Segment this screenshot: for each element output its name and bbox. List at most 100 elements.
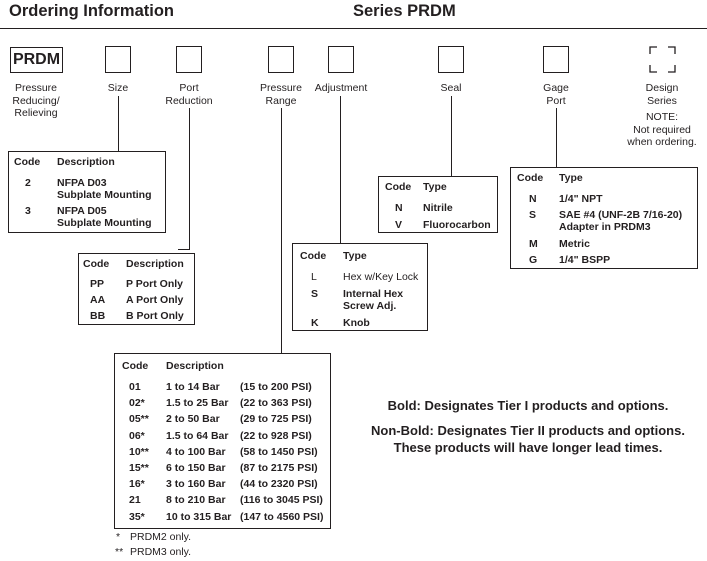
adjustment-table: Code Type L Hex w/Key Lock S Internal He… bbox=[292, 243, 428, 331]
pressure-psi-range: (22 to 363 PSI) bbox=[240, 397, 312, 410]
seal-box bbox=[438, 46, 464, 73]
gage-port-label: Gage Port bbox=[543, 82, 569, 107]
pressure-code: 35* bbox=[129, 510, 145, 523]
adjustment-label: Adjustment bbox=[314, 82, 368, 94]
pressure-bar-range: 2 to 50 Bar bbox=[166, 413, 220, 426]
size-box bbox=[105, 46, 131, 73]
model-label: Pressure Reducing/ Relieving bbox=[12, 82, 60, 119]
footnote: ** PRDM3 only. bbox=[115, 546, 191, 558]
port-desc: A Port Only bbox=[126, 294, 184, 306]
design-series-label: Design Series bbox=[645, 82, 679, 107]
pressure-bar-range: 1.5 to 25 Bar bbox=[166, 397, 229, 410]
pressure-code-header: Code bbox=[122, 360, 149, 372]
pressure-bar-range: 1 to 14 Bar bbox=[166, 381, 220, 393]
gage-code: N bbox=[529, 193, 537, 205]
design-series-dashed-box bbox=[649, 46, 676, 73]
gage-type: 1/4" NPT bbox=[559, 193, 603, 205]
seal-type: Nitrile bbox=[423, 202, 453, 214]
pressure-psi-range: (116 to 3045 PSI) bbox=[240, 494, 323, 507]
series-title: Series PRDM bbox=[353, 2, 456, 20]
pressure-psi-range: (29 to 725 PSI) bbox=[240, 413, 312, 426]
size-code: 2 bbox=[25, 177, 31, 189]
gage-code: M bbox=[529, 238, 538, 250]
pressure-psi-range: (58 to 1450 PSI) bbox=[240, 445, 318, 458]
size-desc: NFPA D03 Subplate Mounting bbox=[57, 177, 152, 201]
pressure-connector bbox=[281, 108, 282, 354]
seal-type-header: Type bbox=[423, 181, 447, 193]
pressure-code: 15** bbox=[129, 462, 149, 474]
port-reduction-box bbox=[176, 46, 202, 73]
size-code-header: Code bbox=[14, 156, 41, 168]
seal-table: Code Type N Nitrile V Fluorocarbon bbox=[378, 176, 498, 233]
gage-type: 1/4" BSPP bbox=[559, 254, 611, 266]
footnote-mark: * bbox=[116, 531, 121, 543]
size-desc-header: Description bbox=[57, 156, 115, 168]
gage-port-table: Code Type N 1/4" NPT S SAE #4 (UNF-2B 7/… bbox=[510, 167, 698, 269]
pressure-bar-range: 6 to 150 Bar bbox=[166, 462, 226, 474]
seal-connector bbox=[451, 96, 452, 176]
pressure-bar-range: 1.5 to 64 Bar bbox=[166, 429, 229, 442]
footnote: * PRDM2 only. bbox=[116, 531, 191, 543]
pressure-code: 02* bbox=[129, 397, 145, 410]
size-table: Code Description 2 NFPA D03 Subplate Mou… bbox=[8, 151, 166, 233]
seal-code: N bbox=[395, 202, 403, 214]
seal-code: V bbox=[395, 219, 403, 231]
adjustment-box bbox=[328, 46, 354, 73]
adjustment-connector bbox=[340, 96, 341, 244]
ordering-information-title: Ordering Information bbox=[9, 2, 174, 20]
size-desc: NFPA D05 Subplate Mounting bbox=[57, 205, 152, 229]
size-code: 3 bbox=[25, 205, 31, 217]
pressure-bar-range: 3 to 160 Bar bbox=[166, 478, 226, 491]
pressure-bar-range: 8 to 210 Bar bbox=[166, 494, 226, 507]
pressure-code: 16* bbox=[129, 478, 145, 491]
port-connector-h bbox=[178, 249, 190, 250]
port-desc: B Port Only bbox=[126, 310, 184, 322]
pressure-range-box bbox=[268, 46, 294, 73]
port-connector-v bbox=[189, 108, 190, 249]
gage-connector bbox=[556, 108, 557, 167]
header-rule bbox=[0, 28, 707, 29]
port-desc-header: Description bbox=[126, 258, 184, 270]
model-code-box: PRDM bbox=[10, 47, 63, 73]
pressure-desc-header: Description bbox=[166, 360, 224, 372]
pressure-bar-range: 10 to 315 Bar bbox=[166, 510, 232, 523]
adjustment-type-header: Type bbox=[343, 250, 367, 262]
seal-label: Seal bbox=[440, 82, 462, 94]
size-connector bbox=[118, 96, 119, 152]
pressure-psi-range: (15 to 200 PSI) bbox=[240, 381, 312, 393]
gage-type-header: Type bbox=[559, 172, 583, 184]
adjustment-code: S bbox=[311, 288, 319, 300]
gage-type: Metric bbox=[559, 238, 590, 250]
footnote-mark: ** bbox=[115, 546, 124, 558]
adjustment-type: Knob bbox=[343, 317, 370, 329]
gage-code: G bbox=[529, 254, 538, 266]
pressure-psi-range: (87 to 2175 PSI) bbox=[240, 462, 318, 474]
pressure-psi-range: (22 to 928 PSI) bbox=[240, 429, 312, 442]
pressure-psi-range: (147 to 4560 PSI) bbox=[240, 510, 324, 523]
pressure-code: 05** bbox=[129, 413, 149, 426]
gage-code: S bbox=[529, 209, 537, 221]
pressure-code: 10** bbox=[129, 445, 149, 458]
adjustment-code: L bbox=[311, 271, 317, 283]
adjustment-type: Hex w/Key Lock bbox=[343, 271, 419, 283]
port-code: AA bbox=[90, 294, 106, 306]
pressure-code: 06* bbox=[129, 429, 145, 442]
tier-one-note: Bold: Designates Tier I products and opt… bbox=[387, 398, 669, 413]
pressure-code: 21 bbox=[129, 494, 141, 507]
gage-port-box bbox=[543, 46, 569, 73]
port-code: BB bbox=[90, 310, 106, 322]
gage-type: SAE #4 (UNF-2B 7/16-20) Adapter in PRDM3 bbox=[559, 209, 683, 233]
gage-code-header: Code bbox=[517, 172, 544, 184]
pressure-range-label: Pressure Range bbox=[259, 82, 302, 107]
adjustment-type: Internal Hex Screw Adj. bbox=[343, 288, 404, 312]
tier-two-note: Non-Bold: Designates Tier II products an… bbox=[371, 423, 685, 455]
seal-code-header: Code bbox=[385, 181, 412, 193]
port-desc: P Port Only bbox=[126, 278, 183, 290]
size-label: Size bbox=[107, 82, 129, 94]
adjustment-code-header: Code bbox=[300, 250, 327, 262]
footnote-text: PRDM2 only. bbox=[130, 531, 192, 543]
port-code-header: Code bbox=[83, 258, 110, 270]
port-code: PP bbox=[90, 278, 105, 290]
port-reduction-label: Port Reduction bbox=[165, 82, 213, 107]
